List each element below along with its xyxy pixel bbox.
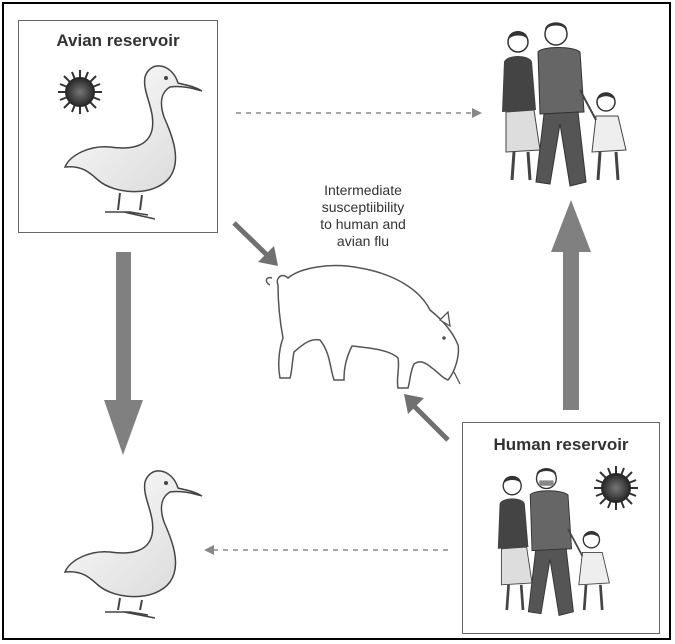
pig-icon [266,266,460,388]
arrow-avian-to-pig [234,223,278,266]
arrow-human-to-pig [404,394,448,440]
dashed-arrow-avian-to-people [236,108,482,118]
arrow-avian-to-duck [104,252,143,455]
family-icon [498,468,610,615]
virus-icon [58,70,102,114]
virus-icon [594,466,638,510]
dashed-arrow-human-to-duck [204,545,448,555]
family-icon [502,23,626,187]
duck-icon [65,471,202,618]
arrow-human-to-people [551,200,591,410]
